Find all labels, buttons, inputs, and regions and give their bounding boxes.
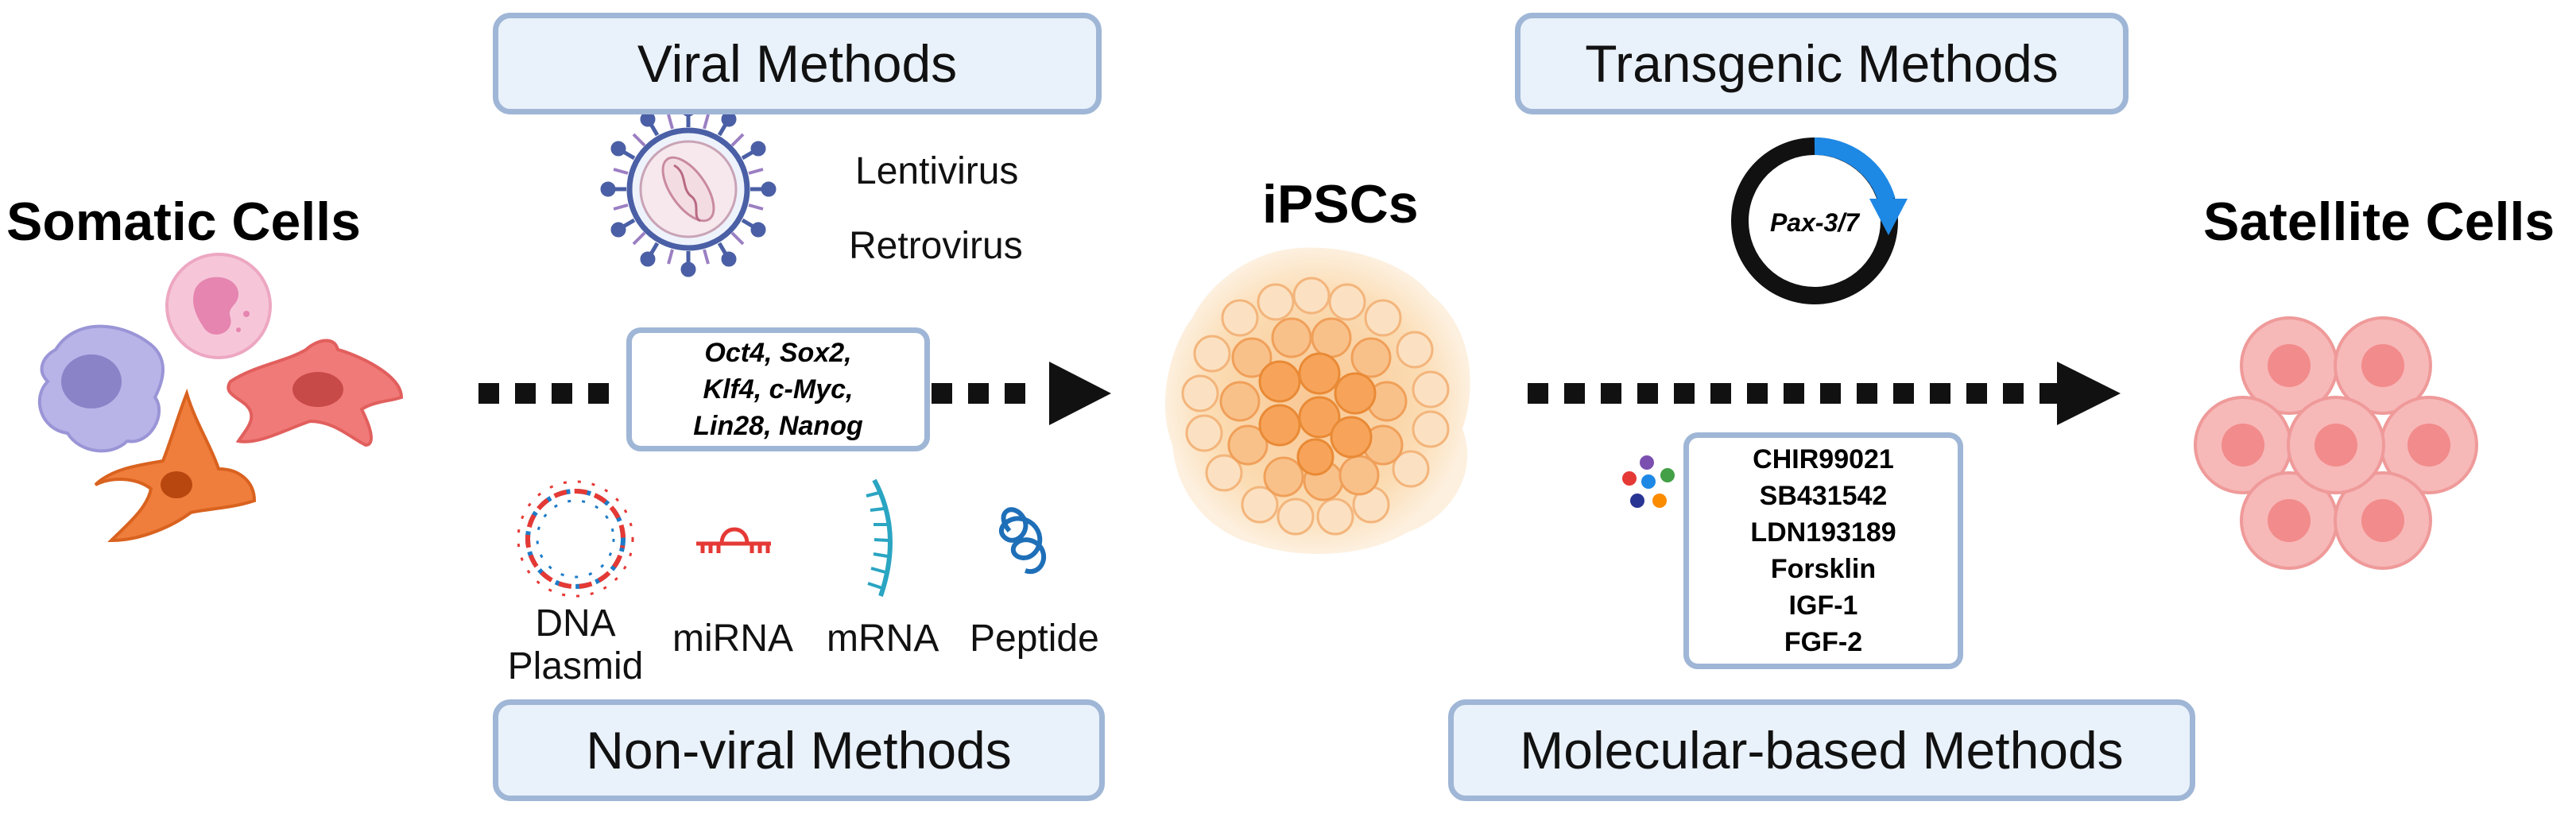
somatic-cells-heading: Somatic Cells — [6, 192, 361, 252]
mirna-label: miRNA — [672, 618, 793, 660]
molecule-item: Forsklin — [1770, 554, 1877, 584]
factor-line: Oct4, Sox2, — [704, 338, 852, 368]
molecular-methods-box: Molecular-based Methods — [1448, 699, 2195, 801]
molecule-item: SB431542 — [1759, 481, 1888, 511]
somatic-cells-icon — [37, 253, 404, 543]
pax-plasmid-icon — [1731, 137, 1908, 304]
mrna-label: mRNA — [827, 618, 939, 660]
nonviral-methods-box: Non-viral Methods — [493, 699, 1105, 801]
dna-plasmid-label: DNA Plasmid — [502, 602, 649, 688]
virus-icon — [600, 101, 777, 277]
arrow-right — [1528, 362, 2121, 425]
nonviral-methods-label: Non-viral Methods — [586, 721, 1012, 780]
molecule-item: CHIR99021 — [1753, 444, 1894, 474]
molecule-item: FGF-2 — [1784, 627, 1863, 657]
ipsc-colony-icon — [1164, 247, 1470, 554]
mrna-icon — [866, 478, 893, 597]
retrovirus-label: Retrovirus — [849, 225, 1023, 267]
dna-plasmid-icon — [517, 480, 634, 598]
transgenic-methods-label: Transgenic Methods — [1585, 34, 2059, 93]
small-molecules-box: CHIR99021 SB431542 LDN193189 Forsklin IG… — [1683, 432, 1963, 669]
satellite-cells-heading: Satellite Cells — [2203, 192, 2555, 252]
factor-line: Lin28, Nanog — [693, 411, 863, 441]
molecule-item: IGF-1 — [1788, 590, 1858, 621]
lentivirus-label: Lentivirus — [855, 150, 1019, 192]
viral-methods-label: Viral Methods — [637, 34, 958, 93]
dna-label-line2: Plasmid — [507, 645, 644, 687]
mirna-icon — [696, 527, 771, 553]
dna-label-line1: DNA — [535, 602, 616, 645]
molecule-item: LDN193189 — [1750, 517, 1896, 548]
reprogramming-factors-box: Oct4, Sox2, Klf4, c-Myc, Lin28, Nanog — [626, 327, 930, 451]
factor-line: Klf4, c-Myc, — [703, 374, 854, 405]
pax-label: Pax-3/7 — [1769, 208, 1860, 237]
viral-methods-box: Viral Methods — [493, 13, 1102, 114]
peptide-icon — [999, 507, 1047, 575]
transgenic-methods-box: Transgenic Methods — [1515, 13, 2129, 114]
peptide-label: Peptide — [970, 618, 1099, 660]
ipscs-heading: iPSCs — [1262, 174, 1419, 234]
small-molecules-icon — [1622, 455, 1675, 508]
molecular-methods-label: Molecular-based Methods — [1520, 721, 2124, 780]
arrow-left — [478, 362, 1111, 425]
